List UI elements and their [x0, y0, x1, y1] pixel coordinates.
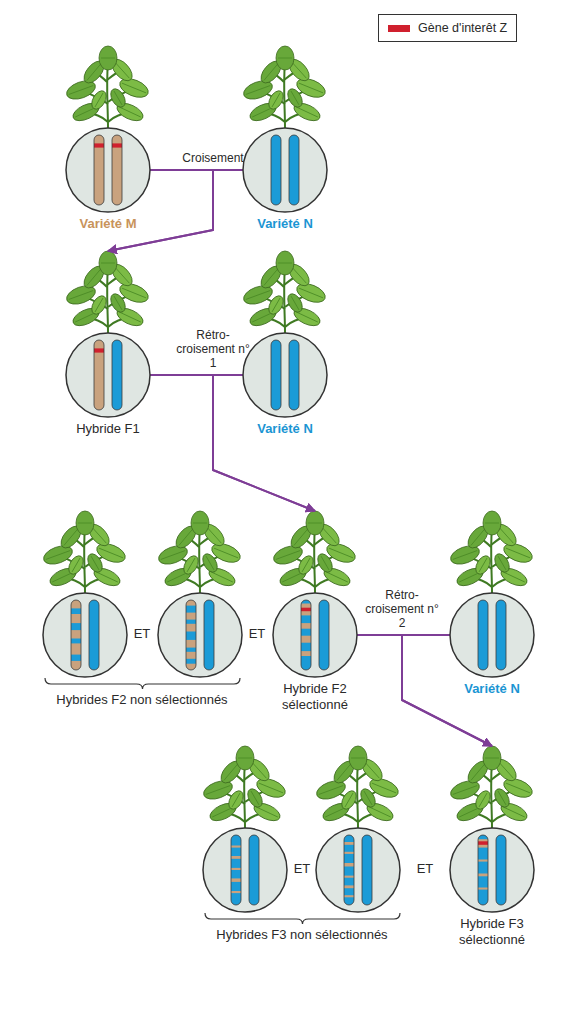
- cell-circle: [241, 331, 329, 419]
- cell: [158, 593, 242, 677]
- bracket: [45, 678, 240, 689]
- chromosome: [94, 340, 104, 410]
- node-label: Variété N: [239, 216, 331, 232]
- chromosome: [289, 340, 299, 410]
- conjunction-label: ET: [417, 861, 434, 877]
- cell: [203, 828, 287, 912]
- chromosome: [478, 835, 488, 905]
- legend-swatch: [388, 25, 410, 32]
- cell-circle: [158, 593, 242, 677]
- chromosome: [289, 135, 299, 205]
- group-label: Hybrides F2 non sélectionnés: [56, 692, 227, 708]
- plant-node: Variété N: [239, 251, 331, 437]
- plant: [448, 511, 535, 593]
- cell-circle: [203, 828, 287, 912]
- cell-circle: [64, 331, 152, 419]
- cell: [316, 828, 400, 912]
- cell-circle: [448, 826, 536, 914]
- edge-label: Croisement: [176, 151, 250, 165]
- plant: [271, 511, 358, 593]
- plant-node: Variété N: [446, 511, 538, 697]
- cell-circle: [448, 591, 536, 679]
- chromosome: [319, 600, 329, 670]
- cell-circle: [271, 591, 359, 679]
- chromosome: [249, 835, 259, 905]
- plant-node: Hybride F1: [62, 251, 154, 437]
- chromosome: [301, 600, 311, 670]
- cell-circle: [243, 333, 327, 417]
- chromosome: [112, 135, 122, 205]
- node-label: Variété N: [446, 681, 538, 697]
- chromosome: [94, 135, 104, 205]
- chromosome: [271, 135, 281, 205]
- plant-node: Hybride F2 sélectionné: [263, 511, 367, 713]
- plant: [241, 251, 328, 333]
- chromosome: [344, 835, 354, 905]
- cell-circle: [450, 593, 534, 677]
- node-label: Hybride F2 sélectionné: [263, 681, 367, 713]
- chromosome: [204, 600, 214, 670]
- legend-text: Gène d'interêt Z: [418, 21, 507, 35]
- chromosome: [478, 600, 488, 670]
- edge-label: Rétro-croisement n° 1: [176, 328, 250, 370]
- chromosome: [496, 600, 506, 670]
- node-label: Variété M: [62, 216, 154, 232]
- plant: [156, 511, 243, 593]
- plant: [201, 746, 288, 828]
- plant-node: Hybride F3 sélectionné: [440, 746, 544, 948]
- plant: [64, 251, 151, 333]
- cell-circle: [273, 593, 357, 677]
- chromosome: [231, 835, 241, 905]
- plant-node: Variété N: [239, 46, 331, 232]
- conjunction-label: ET: [294, 861, 311, 877]
- chromosome: [271, 340, 281, 410]
- cell-circle: [316, 828, 400, 912]
- cell-circle: [243, 128, 327, 212]
- group-label: Hybrides F3 non sélectionnés: [216, 927, 387, 943]
- cell-circle: [43, 593, 127, 677]
- cell: [43, 593, 127, 677]
- cell-circle: [66, 333, 150, 417]
- chromosome: [112, 340, 122, 410]
- chromosome: [71, 600, 81, 670]
- edge-label: Rétro-croisement n° 2: [365, 588, 439, 630]
- node-label: Hybride F3 sélectionné: [440, 916, 544, 948]
- plant: [448, 746, 535, 828]
- plant: [41, 511, 128, 593]
- legend: Gène d'interêt Z: [378, 14, 517, 42]
- cell-circle: [241, 126, 329, 214]
- cell-circle: [64, 126, 152, 214]
- chromosome: [186, 600, 196, 670]
- node-label: Variété N: [239, 421, 331, 437]
- plant: [241, 46, 328, 128]
- plant: [314, 746, 401, 828]
- chromosome: [89, 600, 99, 670]
- cell-circle: [450, 828, 534, 912]
- plant: [64, 46, 151, 128]
- conjunction-label: ET: [134, 626, 151, 642]
- conjunction-label: ET: [249, 626, 266, 642]
- node-label: Hybride F1: [62, 421, 154, 437]
- chromosome: [496, 835, 506, 905]
- bracket: [205, 913, 400, 924]
- cell-circle: [66, 128, 150, 212]
- chromosome: [362, 835, 372, 905]
- plant-node: Variété M: [62, 46, 154, 232]
